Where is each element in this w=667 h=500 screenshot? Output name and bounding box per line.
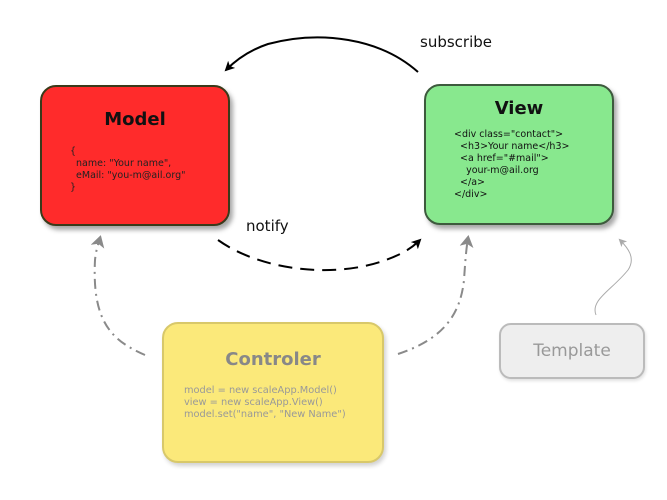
subscribe-label: subscribe bbox=[420, 33, 492, 51]
template-box: Template bbox=[499, 323, 645, 379]
notify-arrow bbox=[217, 238, 422, 272]
view-title: View bbox=[494, 98, 544, 119]
model-code: { name: "Your name", eMail: "you-m@ail.o… bbox=[70, 146, 186, 193]
view-code: <div class="contact"> <h3>Your name</h3>… bbox=[454, 129, 570, 200]
template-label: Template bbox=[533, 341, 611, 361]
controller-title: Controler bbox=[225, 349, 321, 370]
notify-label: notify bbox=[246, 217, 289, 235]
controller-code: model = new scaleApp.Model() view = new … bbox=[184, 385, 346, 420]
controller-to-view-arrow bbox=[397, 235, 474, 355]
subscribe-arrow bbox=[224, 36, 419, 73]
template-to-view-arrow bbox=[594, 238, 632, 316]
controller-box: Controler model = new scaleApp.Model() v… bbox=[162, 322, 384, 463]
controller-to-model-arrow bbox=[90, 235, 146, 356]
model-box: Model { name: "Your name", eMail: "you-m… bbox=[40, 85, 230, 226]
model-title: Model bbox=[104, 109, 166, 130]
view-box: View <div class="contact"> <h3>Your name… bbox=[424, 84, 614, 225]
